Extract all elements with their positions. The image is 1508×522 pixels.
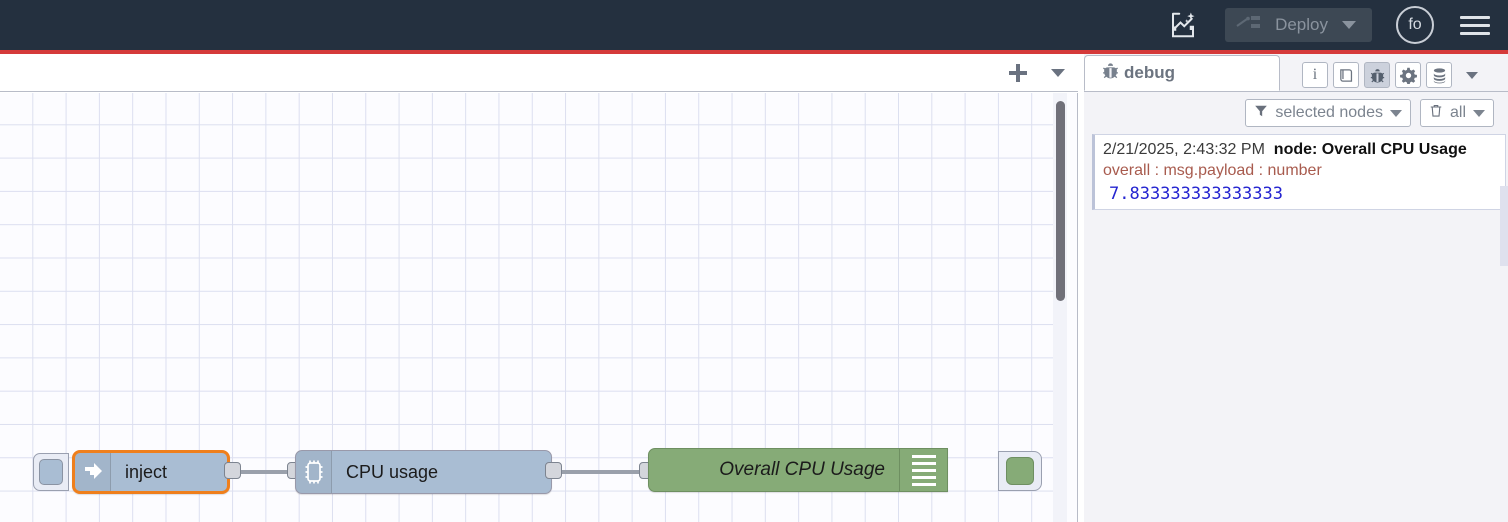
- node-inject-label: inject: [125, 461, 168, 482]
- flow-tab-menu-button[interactable]: [1038, 55, 1078, 91]
- deploy-label: Deploy: [1275, 15, 1328, 34]
- node-overall-cpu-usage[interactable]: Overall CPU Usage: [648, 448, 948, 492]
- clear-messages-label: all: [1449, 104, 1466, 121]
- gear-icon[interactable]: [1395, 62, 1421, 88]
- context-data-stack-icon[interactable]: [1426, 62, 1452, 88]
- avatar-initials: fo: [1408, 16, 1422, 33]
- port-inject-output[interactable]: [224, 462, 241, 479]
- microchip-icon: [296, 451, 332, 493]
- clear-messages-button[interactable]: all: [1419, 99, 1494, 127]
- canvas-scrollbar-thumb[interactable]: [1056, 101, 1065, 301]
- bug-icon: [1101, 61, 1120, 85]
- deploy-button[interactable]: Deploy: [1225, 8, 1372, 42]
- deploy-icon: [1235, 14, 1265, 37]
- node-overall-cpu-usage-label: Overall CPU Usage: [719, 459, 885, 480]
- tab-debug-label: debug: [1124, 63, 1175, 82]
- debug-sidebar: debug i: [1084, 54, 1508, 522]
- trash-icon: [1429, 103, 1443, 123]
- node-inject[interactable]: inject: [72, 450, 230, 494]
- library-book-icon[interactable]: [1333, 62, 1359, 88]
- sidebar-toolbar-menu-icon[interactable]: [1466, 71, 1478, 79]
- app-header: Deploy fo: [0, 0, 1508, 50]
- chevron-down-icon[interactable]: [1342, 21, 1356, 29]
- inject-trigger-button[interactable]: [33, 453, 69, 491]
- wire-cpu-to-debug[interactable]: [558, 470, 643, 474]
- plus-icon: [1009, 63, 1027, 82]
- debug-enable-glyph: [1006, 457, 1034, 485]
- debug-lines-icon: [899, 449, 947, 491]
- debug-message-header: 2/21/2025, 2:43:32 PM node: Overall CPU …: [1103, 141, 1497, 159]
- flow-tab-bar: [0, 54, 1078, 92]
- filter-selected-nodes-label: selected nodes: [1275, 104, 1383, 121]
- filter-selected-nodes-button[interactable]: selected nodes: [1245, 99, 1411, 127]
- node-cpu-usage-label: CPU usage: [346, 461, 439, 482]
- bug-icon[interactable]: [1364, 62, 1390, 88]
- sidebar-scroll-edge[interactable]: [1500, 186, 1508, 266]
- debug-message-entry[interactable]: 2/21/2025, 2:43:32 PM node: Overall CPU …: [1092, 134, 1506, 210]
- funnel-icon: [1254, 104, 1268, 123]
- inject-trigger-glyph: [39, 459, 63, 485]
- avatar[interactable]: fo: [1396, 6, 1434, 44]
- chevron-down-icon: [1473, 109, 1485, 117]
- hamburger-menu-icon[interactable]: [1460, 11, 1490, 40]
- flow-canvas[interactable]: inject CPU usage Overall CPU Usage: [0, 93, 1078, 522]
- chevron-down-icon: [1051, 68, 1065, 77]
- inject-arrow-icon: [75, 453, 111, 491]
- debug-filter-row: selected nodes all: [1084, 92, 1508, 134]
- chevron-down-icon: [1389, 109, 1402, 117]
- tab-debug[interactable]: debug: [1084, 55, 1280, 91]
- sidebar-tab-row: debug i: [1084, 54, 1508, 92]
- sidebar-toolbar: i: [1302, 62, 1478, 91]
- info-icon[interactable]: i: [1302, 62, 1328, 88]
- add-flow-tab-button[interactable]: [998, 55, 1038, 91]
- debug-message-timestamp: 2/21/2025, 2:43:32 PM: [1103, 141, 1265, 158]
- debug-message-source: node: Overall CPU Usage: [1273, 141, 1467, 158]
- debug-enable-button[interactable]: [998, 451, 1042, 491]
- wire-inject-to-cpu[interactable]: [237, 470, 295, 474]
- header-accent-rule: [0, 50, 1508, 54]
- port-cpu-output[interactable]: [545, 462, 562, 479]
- flow-sparkle-icon[interactable]: [1163, 7, 1203, 43]
- debug-message-property: overall : msg.payload : number: [1103, 162, 1322, 179]
- node-cpu-usage[interactable]: CPU usage: [295, 450, 552, 494]
- debug-message-value: 7.833333333333333: [1109, 184, 1283, 204]
